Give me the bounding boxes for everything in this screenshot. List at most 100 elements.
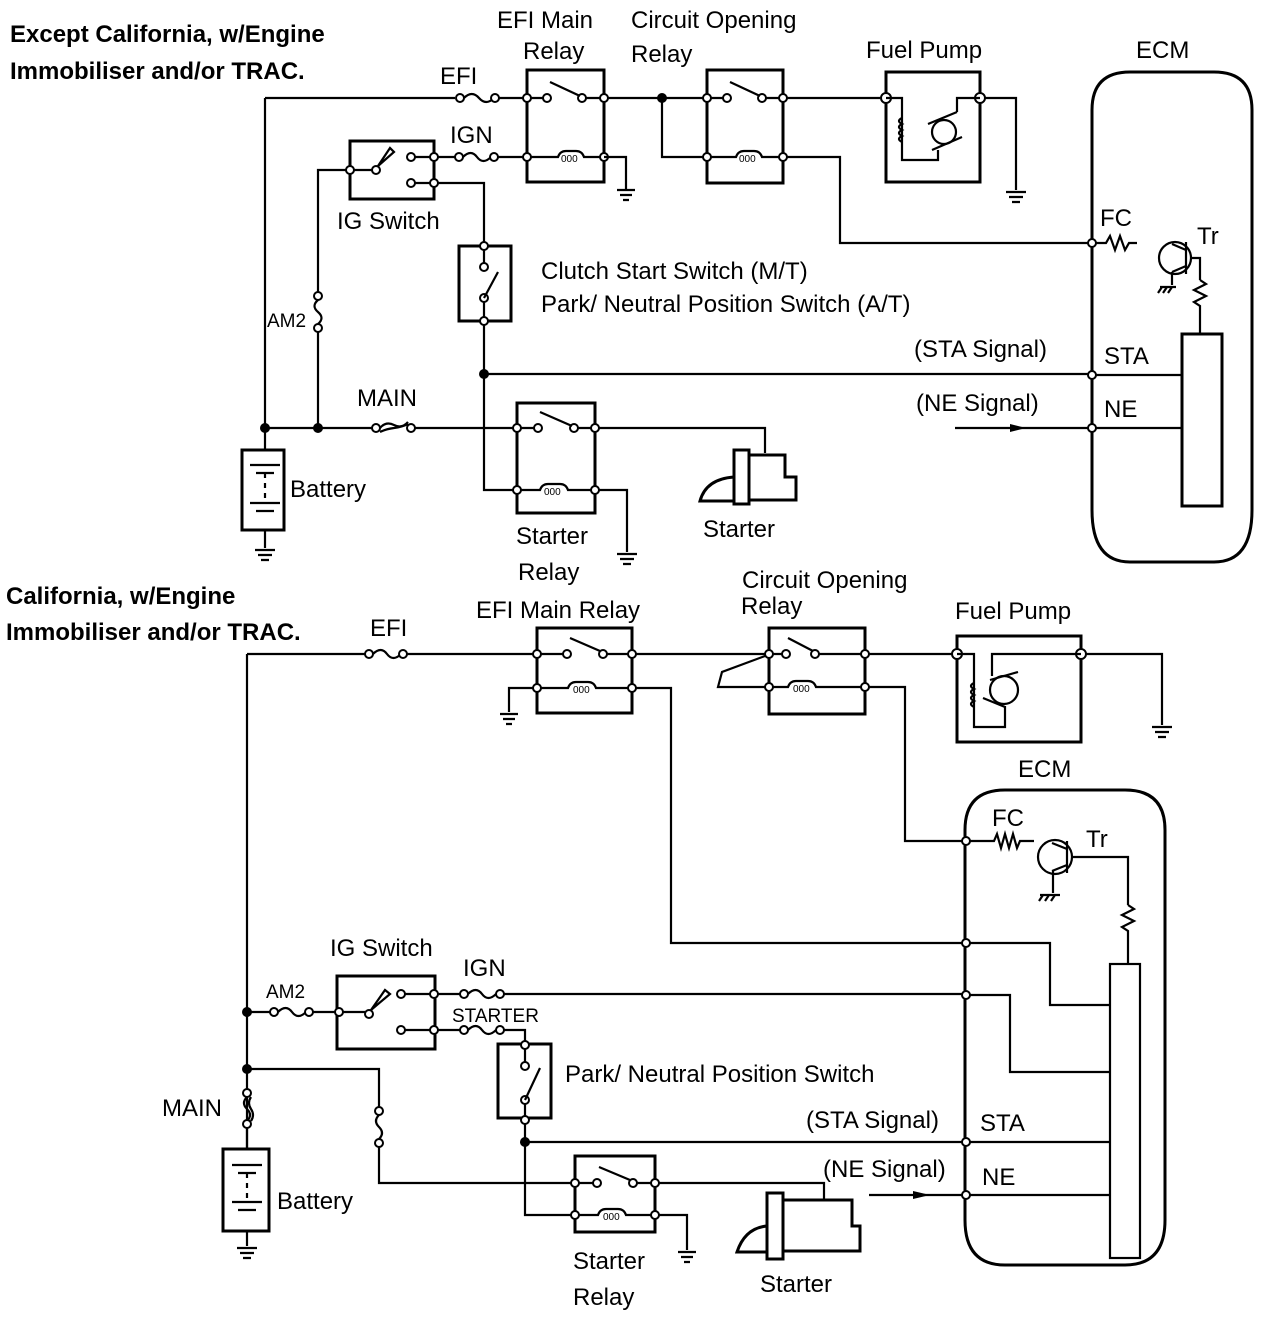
wire	[659, 1213, 689, 1250]
starter-relay-label-1: Starter	[516, 523, 588, 550]
sta-terminal-label: STA	[980, 1110, 1025, 1137]
fuel-pump-label: Fuel Pump	[866, 37, 982, 64]
wire	[247, 1067, 381, 1107]
ig-switch-label: IG Switch	[330, 935, 433, 962]
fc-terminal-label: FC	[1100, 205, 1132, 232]
circuit-opening-relay: 000	[702, 68, 788, 185]
starter-motor	[698, 448, 798, 506]
sta-signal-label: (STA Signal)	[914, 336, 1047, 363]
starter-relay: 000	[512, 401, 600, 515]
sta-signal-label: (STA Signal)	[806, 1107, 939, 1134]
ground-icon	[1006, 190, 1026, 204]
efi-fuse	[364, 648, 408, 660]
wire	[482, 325, 513, 492]
pnp-switch-label: Park/ Neutral Position Switch	[565, 1061, 874, 1088]
wire	[636, 686, 962, 945]
tr-label: Tr	[1197, 223, 1219, 250]
wire	[599, 426, 767, 453]
arrow-icon	[1010, 424, 1026, 432]
starter-relay-label-1: Starter	[573, 1248, 645, 1275]
fuel-pump	[951, 634, 1087, 744]
efi-main-relay-label-2: Relay	[523, 38, 584, 65]
ig-switch	[334, 974, 439, 1051]
efi-main-relay: 000	[532, 626, 637, 715]
ground-icon	[255, 548, 275, 562]
ne-terminal-label: NE	[1104, 396, 1137, 423]
circuit-opening-relay-label-1: Circuit Opening	[631, 7, 796, 34]
sta-terminal-label: STA	[1104, 343, 1149, 370]
ig-switch	[345, 139, 439, 201]
am2-fuse-label: AM2	[266, 982, 305, 1003]
ground-icon	[617, 188, 635, 202]
am2-fuse	[313, 291, 323, 333]
park-neutral-position-switch	[496, 1040, 553, 1125]
battery	[221, 1128, 271, 1260]
battery-label: Battery	[277, 1188, 353, 1215]
fc-terminal-label: FC	[992, 805, 1024, 832]
wire	[504, 1028, 527, 1042]
wire	[604, 155, 628, 190]
main-fusible-link	[371, 421, 416, 433]
svg-text:000: 000	[603, 1212, 620, 1223]
starter-relay: 000	[570, 1154, 660, 1234]
circuit-opening-relay-label-2: Relay	[631, 41, 692, 68]
wire	[599, 488, 629, 552]
wire	[985, 96, 1018, 190]
ecm	[961, 788, 1167, 1267]
efi-main-relay: 000	[522, 68, 609, 184]
starter-fuse	[459, 1024, 505, 1036]
ign-fuse-label: IGN	[463, 955, 506, 982]
efi-fuse-label: EFI	[370, 615, 407, 642]
main-fusible-link	[242, 1088, 255, 1129]
wire	[523, 1124, 571, 1217]
clutch-start-switch	[457, 241, 513, 326]
circuit-opening-relay: 000	[716, 626, 870, 716]
svg-text:000: 000	[544, 487, 561, 498]
ground-icon	[237, 1246, 257, 1260]
circuit-opening-relay-label-1: Circuit Opening	[742, 567, 907, 594]
am2-fuse	[269, 1006, 314, 1018]
ground-icon	[500, 712, 518, 726]
arrow-icon	[913, 1191, 930, 1199]
efi-fuse	[455, 92, 500, 104]
fuel-pump	[880, 70, 986, 184]
starter-fuse-label: STARTER	[452, 1006, 539, 1027]
svg-text:000: 000	[793, 684, 810, 695]
ecm-label: ECM	[1018, 756, 1071, 783]
clutch-switch-label-2: Park/ Neutral Position Switch (A/T)	[541, 291, 910, 318]
efi-fuse-label: EFI	[440, 63, 477, 90]
ign-fuse-label: IGN	[450, 122, 493, 149]
am2-fuse-label: AM2	[267, 311, 306, 332]
wire	[507, 686, 533, 712]
diagram-california: California, w/Engine Immobiliser and/or …	[6, 567, 1172, 1311]
clutch-switch-label-1: Clutch Start Switch (M/T)	[541, 258, 808, 285]
starter-label: Starter	[760, 1271, 832, 1298]
starter-relay-label-2: Relay	[518, 559, 579, 586]
main-fuse-label: MAIN	[357, 385, 417, 412]
diagram-title-line1: Except California, w/Engine	[10, 21, 325, 48]
wire	[787, 155, 1088, 245]
secondary-fusible-link	[374, 1106, 384, 1148]
diagram-title-line1: California, w/Engine	[6, 583, 235, 610]
starter-relay-label-2: Relay	[573, 1284, 634, 1311]
diagram-title-line2: Immobiliser and/or TRAC.	[6, 619, 301, 646]
starter-label: Starter	[703, 516, 775, 543]
diagram-title-line2: Immobiliser and/or TRAC.	[10, 58, 305, 85]
main-fuse-label: MAIN	[162, 1095, 222, 1122]
junction	[313, 423, 323, 433]
tr-label: Tr	[1086, 826, 1108, 853]
ne-signal-label: (NE Signal)	[823, 1156, 946, 1183]
fuel-pump-label: Fuel Pump	[955, 598, 1071, 625]
wire	[438, 181, 486, 244]
ign-fuse	[454, 151, 499, 163]
ig-switch-label: IG Switch	[337, 208, 440, 235]
diagram-except-california: Except California, w/Engine Immobiliser …	[10, 7, 1254, 586]
ne-signal-label: (NE Signal)	[916, 390, 1039, 417]
circuit-opening-relay-label-2: Relay	[741, 593, 802, 620]
efi-main-relay-label-1: EFI Main	[497, 7, 593, 34]
wire	[377, 1147, 571, 1185]
wire	[869, 685, 962, 843]
ground-icon	[678, 1250, 696, 1264]
ign-fuse	[459, 988, 505, 1000]
